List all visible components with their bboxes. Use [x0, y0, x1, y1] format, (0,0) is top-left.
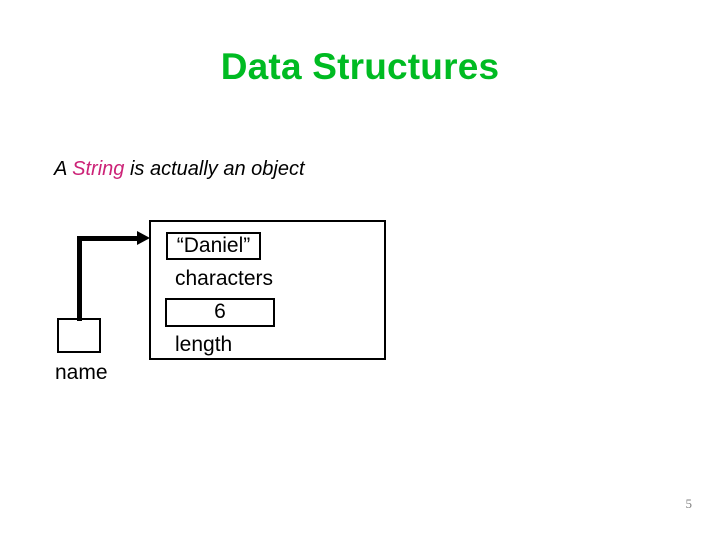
name-variable-box	[57, 318, 101, 353]
string-object-box	[149, 220, 386, 360]
reference-arrow-horizontal-segment	[77, 236, 141, 241]
length-value-box: 6	[165, 298, 275, 327]
length-field-label: length	[175, 333, 233, 356]
characters-field-label: characters	[175, 267, 274, 290]
page-number: 5	[685, 496, 693, 511]
page-title: Data Structures	[220, 46, 500, 87]
characters-value-box: “Daniel”	[166, 232, 261, 260]
subtitle-suffix: is actually an object	[124, 158, 305, 180]
reference-arrow-vertical-segment	[77, 236, 82, 321]
subtitle-line: A String is actually an object	[54, 158, 305, 181]
reference-arrow-head-icon	[137, 231, 150, 245]
subtitle-keyword: String	[72, 158, 125, 180]
name-variable-label: name	[55, 361, 108, 384]
subtitle-prefix: A	[54, 158, 73, 180]
